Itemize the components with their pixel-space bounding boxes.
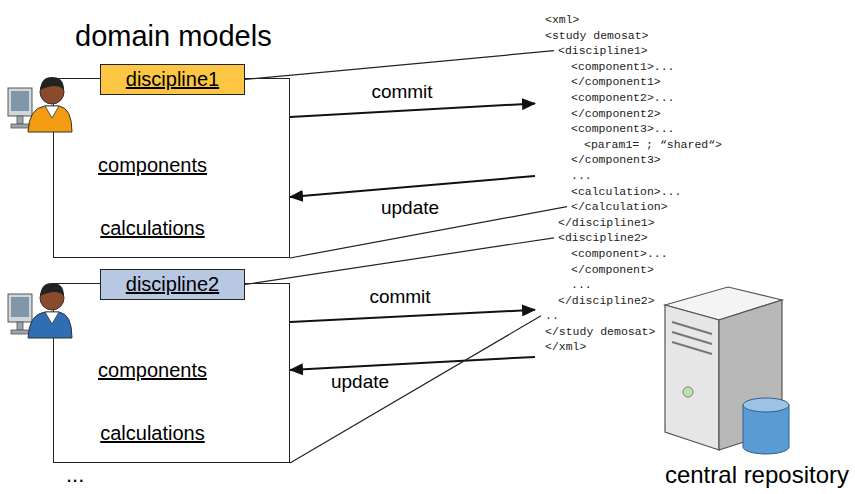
xml-line: <param1= ; “shared“> [545,137,745,153]
discipline-header: discipline1 [100,64,245,95]
stacked-box: components [69,144,236,186]
continuation-mark: ... [66,462,84,488]
xml-line: </discipline2> [545,293,745,309]
arrow-label: commit [367,286,432,308]
discipline-panel: componentscalculationsdiscipline1 [53,78,290,258]
xml-line: </study demosat> [545,324,745,340]
xml-line: </calculation> [545,199,745,215]
flow-arrow [290,176,535,197]
xml-line: <discipline2> [545,230,745,246]
xml-line: <xml> [545,12,745,28]
xml-line: <component>... [545,246,745,262]
xml-line: </discipline1> [545,215,745,231]
arrow-label: update [379,197,441,219]
stacked-box: components [69,349,236,391]
flow-arrow [290,103,535,117]
repository-label: central repository [665,461,849,489]
flow-arrow [290,357,535,370]
xml-document: <xml><study demosat><discipline1><compon… [535,10,745,364]
xml-line: .. [545,308,745,324]
user-icon [8,77,72,132]
xml-line: </xml> [545,339,745,355]
xml-line: ... [545,168,745,184]
user-icon [8,283,72,338]
xml-line: <calculation>... [545,184,745,200]
stacked-box: calculations [69,413,236,453]
xml-line: <discipline1> [545,43,745,59]
leader-line [245,238,554,285]
arrow-label: commit [369,81,434,103]
leader-line [290,316,541,463]
discipline-panel: componentscalculationsdiscipline2 [53,283,290,463]
flow-arrow [290,310,535,322]
stacked-box: calculations [69,208,236,248]
xml-line: </component3> [545,152,745,168]
diagram-title: domain models [75,20,272,53]
xml-line: </component> [545,262,745,278]
stack-label: calculations [100,422,205,445]
xml-line: <component1>... [545,59,745,75]
xml-line: <component3>... [545,121,745,137]
xml-line: </component1> [545,74,745,90]
stack-label: calculations [100,217,205,240]
xml-line: </component2> [545,106,745,122]
stack-label: components [98,154,207,177]
server-icon [665,287,789,454]
xml-line: ... [545,277,745,293]
leader-line [245,51,554,80]
xml-line: <component2>... [545,90,745,106]
stack-label: components [98,359,207,382]
discipline-header: discipline2 [100,269,245,300]
xml-line: <study demosat> [545,28,745,44]
arrow-label: update [329,371,391,393]
